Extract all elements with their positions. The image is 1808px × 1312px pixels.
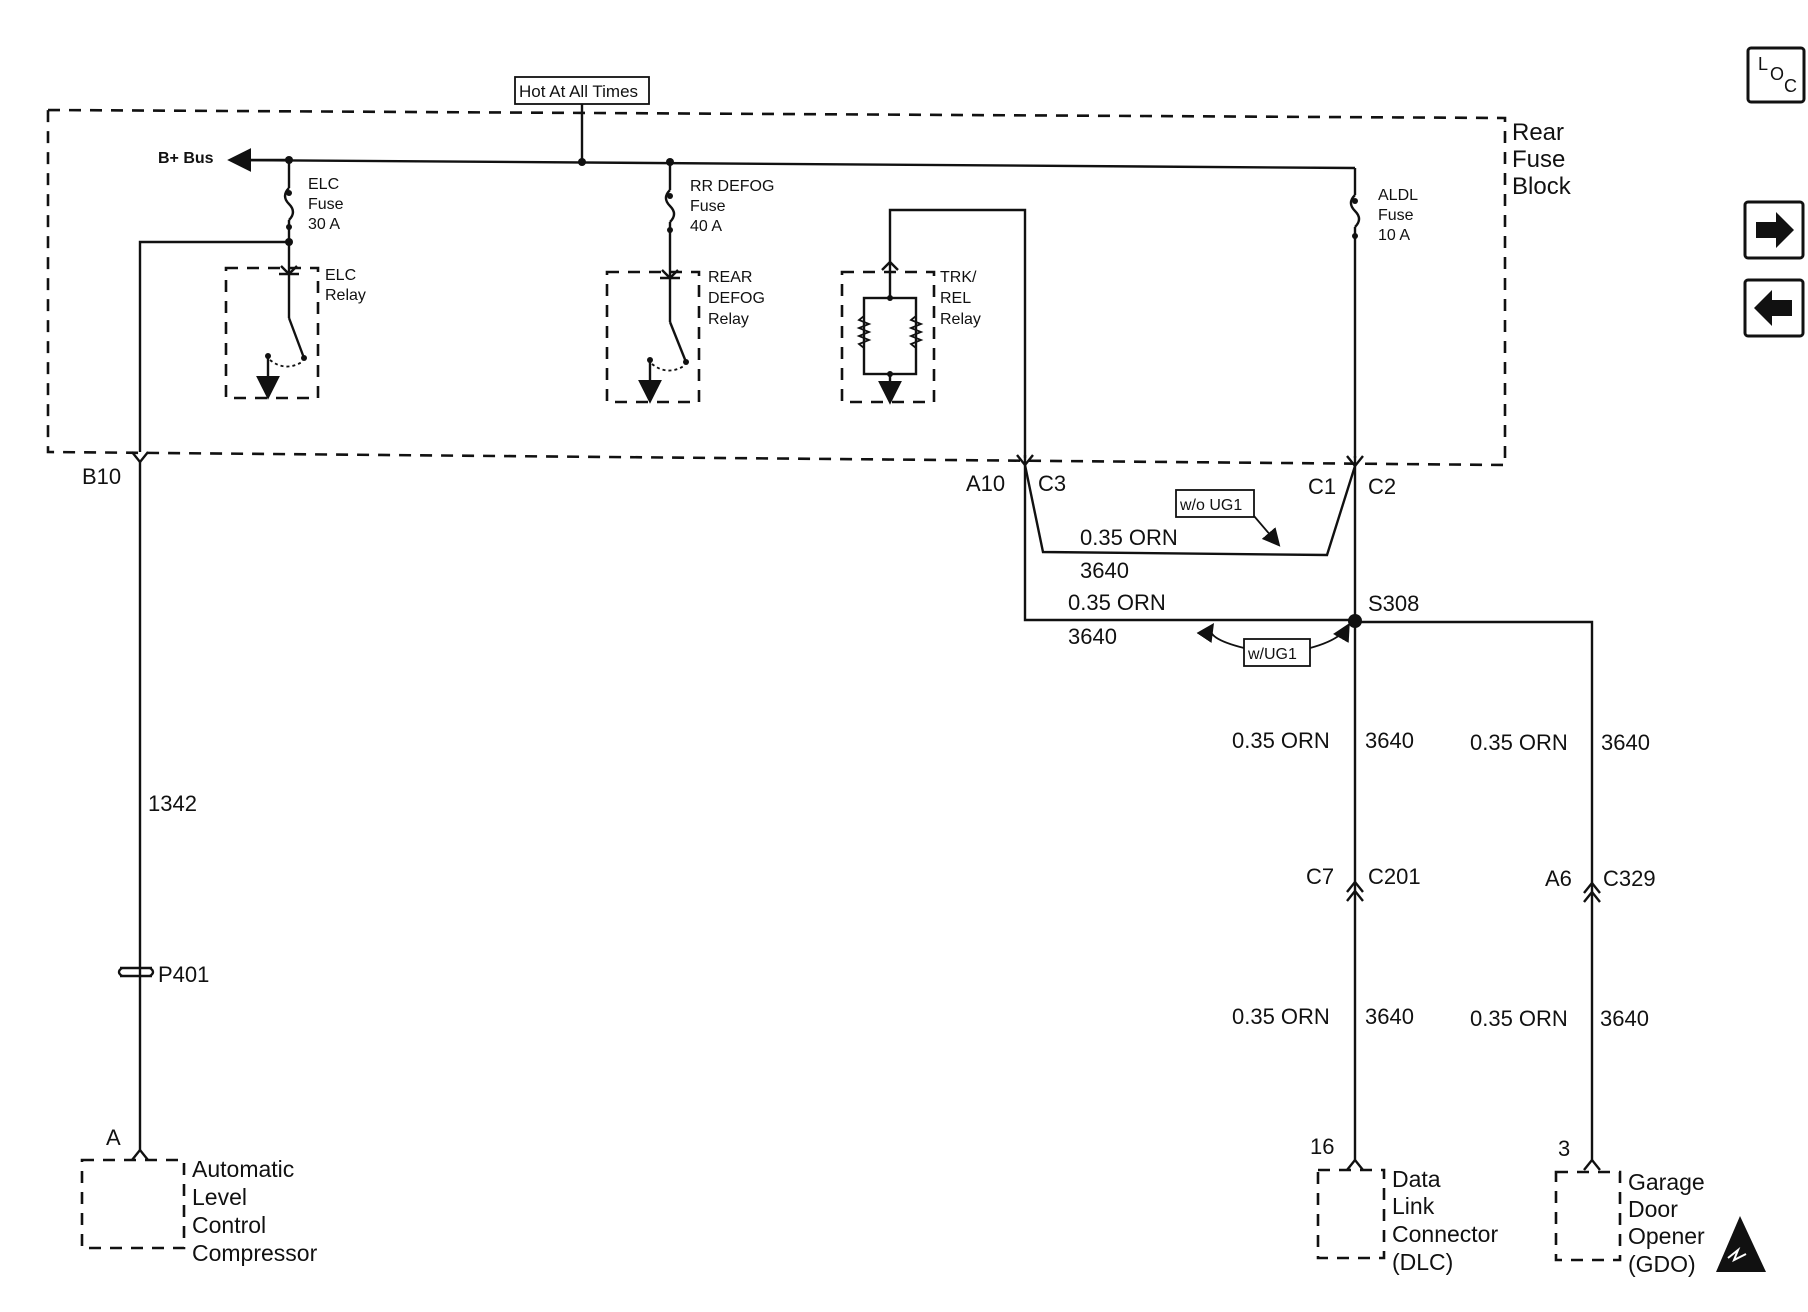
connector-gdo bbox=[1583, 1158, 1601, 1171]
wire-color-upper: 0.35 ORN bbox=[1080, 525, 1178, 550]
wire-with-ug1 bbox=[1023, 465, 1355, 622]
pin-c1: C1 bbox=[1308, 474, 1336, 499]
pin-c2: C2 bbox=[1368, 474, 1396, 499]
circuit-upper: 3640 bbox=[1080, 558, 1129, 583]
rear-defog-relay-label-3: Relay bbox=[708, 311, 749, 328]
connector-c201-label: C201 bbox=[1368, 864, 1421, 889]
wire-without-ug1 bbox=[1023, 464, 1357, 557]
elc-fuse-label-2: Fuse bbox=[308, 196, 344, 213]
hot-at-all-times-label: Hot At All Times bbox=[519, 82, 638, 101]
dlc-label-3: Connector bbox=[1392, 1221, 1498, 1247]
gdo-lower-circuit: 3640 bbox=[1600, 1006, 1649, 1031]
alc-label-3: Control bbox=[192, 1212, 266, 1238]
previous-page-button[interactable] bbox=[1743, 278, 1805, 338]
pin-16: 16 bbox=[1310, 1134, 1334, 1159]
elc-relay-label-1: ELC bbox=[325, 267, 356, 284]
rear-fuse-block-label-2: Fuse bbox=[1512, 146, 1565, 173]
connector-c201 bbox=[1346, 880, 1364, 893]
trk-rel-relay-label-2: REL bbox=[940, 290, 971, 307]
rear-fuse-block-outline bbox=[46, 108, 1507, 467]
alc-label-2: Level bbox=[192, 1184, 247, 1210]
trk-rel-relay-label-3: Relay bbox=[940, 311, 981, 328]
pin-a10: A10 bbox=[966, 471, 1005, 496]
aldl-fuse-symbol bbox=[1349, 194, 1361, 228]
alc-label-4: Compressor bbox=[192, 1240, 318, 1266]
dlc-upper-circuit: 3640 bbox=[1365, 728, 1414, 753]
loc-icon-o: O bbox=[1770, 64, 1784, 84]
gdo-upper-wire-color: 0.35 ORN bbox=[1470, 730, 1568, 755]
loc-icon-l: L bbox=[1758, 54, 1768, 74]
aldl-fuse-label-3: 10 A bbox=[1378, 227, 1410, 244]
alc-label-1: Automatic bbox=[192, 1156, 294, 1182]
circuit-lower: 3640 bbox=[1068, 624, 1117, 649]
right-arrow-icon bbox=[1756, 212, 1794, 248]
elc-relay-box bbox=[224, 266, 320, 400]
gdo-box bbox=[1554, 1170, 1622, 1262]
b-plus-bus-label: B+ Bus bbox=[158, 150, 214, 167]
pin-a: A bbox=[106, 1125, 121, 1150]
circuit-1342: 1342 bbox=[148, 791, 197, 816]
connector-dlc bbox=[1346, 1158, 1364, 1171]
elc-fuse-label-3: 30 A bbox=[308, 216, 340, 233]
trk-rel-relay-label-1: TRK/ bbox=[940, 269, 977, 286]
wire-color-lower: 0.35 ORN bbox=[1068, 590, 1166, 615]
left-arrow-icon bbox=[1754, 290, 1792, 326]
dlc-label-1: Data bbox=[1392, 1166, 1441, 1192]
rr-defog-fuse-label-2: Fuse bbox=[690, 198, 726, 215]
inline-connector-p401: P401 bbox=[158, 962, 209, 987]
gdo-label-4: (GDO) bbox=[1628, 1251, 1696, 1277]
alc-compressor-box bbox=[80, 1158, 186, 1250]
rr-defog-fuse-label-1: RR DEFOG bbox=[690, 178, 774, 195]
rear-defog-relay-label-1: REAR bbox=[708, 269, 752, 286]
rear-defog-relay-label-2: DEFOG bbox=[708, 290, 765, 307]
gdo-lower-wire-color: 0.35 ORN bbox=[1470, 1006, 1568, 1031]
loc-icon-c: C bbox=[1784, 76, 1797, 96]
connector-c329 bbox=[1583, 881, 1601, 894]
elc-fuse-symbol bbox=[283, 187, 295, 221]
dlc-box bbox=[1316, 1168, 1386, 1260]
gdo-label-2: Door bbox=[1628, 1196, 1678, 1222]
dlc-label-4: (DLC) bbox=[1392, 1249, 1453, 1275]
gdo-label-3: Opener bbox=[1628, 1223, 1705, 1249]
wo-ug1-box bbox=[1175, 489, 1255, 518]
pin-a6: A6 bbox=[1545, 866, 1572, 891]
pin-3: 3 bbox=[1558, 1136, 1570, 1161]
connector-alc bbox=[131, 1148, 149, 1161]
connector-b10 bbox=[131, 451, 149, 464]
aldl-fuse-label-2: Fuse bbox=[1378, 207, 1414, 224]
esd-warning-icon bbox=[1716, 1216, 1766, 1272]
dlc-upper-wire-color: 0.35 ORN bbox=[1232, 728, 1330, 753]
gdo-label-1: Garage bbox=[1628, 1169, 1705, 1195]
w-ug1-box bbox=[1243, 638, 1311, 667]
gdo-upper-circuit: 3640 bbox=[1601, 730, 1650, 755]
rear-fuse-block-label-1: Rear bbox=[1512, 119, 1564, 146]
splice-s308: S308 bbox=[1368, 591, 1419, 616]
dlc-label-2: Link bbox=[1392, 1193, 1435, 1219]
pin-c7: C7 bbox=[1306, 864, 1334, 889]
rear-fuse-block-label-3: Block bbox=[1512, 173, 1572, 200]
elc-relay-label-2: Relay bbox=[325, 287, 366, 304]
rr-defog-fuse-label-3: 40 A bbox=[690, 218, 722, 235]
w-ug1-label: w/UG1 bbox=[1247, 646, 1297, 663]
rr-defog-fuse-symbol bbox=[664, 189, 676, 223]
dlc-lower-wire-color: 0.35 ORN bbox=[1232, 1004, 1330, 1029]
aldl-fuse-label-1: ALDL bbox=[1378, 187, 1418, 204]
rear-defog-relay-box bbox=[605, 270, 701, 404]
location-icon-button[interactable]: L O C bbox=[1746, 46, 1806, 104]
next-page-button[interactable] bbox=[1743, 200, 1805, 260]
connector-c329-label: C329 bbox=[1603, 866, 1656, 891]
trk-rel-relay-box bbox=[840, 270, 936, 404]
wo-ug1-label: w/o UG1 bbox=[1179, 497, 1242, 514]
pin-b10: B10 bbox=[82, 464, 121, 489]
elc-fuse-label-1: ELC bbox=[308, 176, 339, 193]
b-plus-bus-line bbox=[229, 158, 1356, 170]
splice-s308-dot bbox=[1348, 614, 1362, 628]
pin-c3: C3 bbox=[1038, 471, 1066, 496]
dlc-lower-circuit: 3640 bbox=[1365, 1004, 1414, 1029]
